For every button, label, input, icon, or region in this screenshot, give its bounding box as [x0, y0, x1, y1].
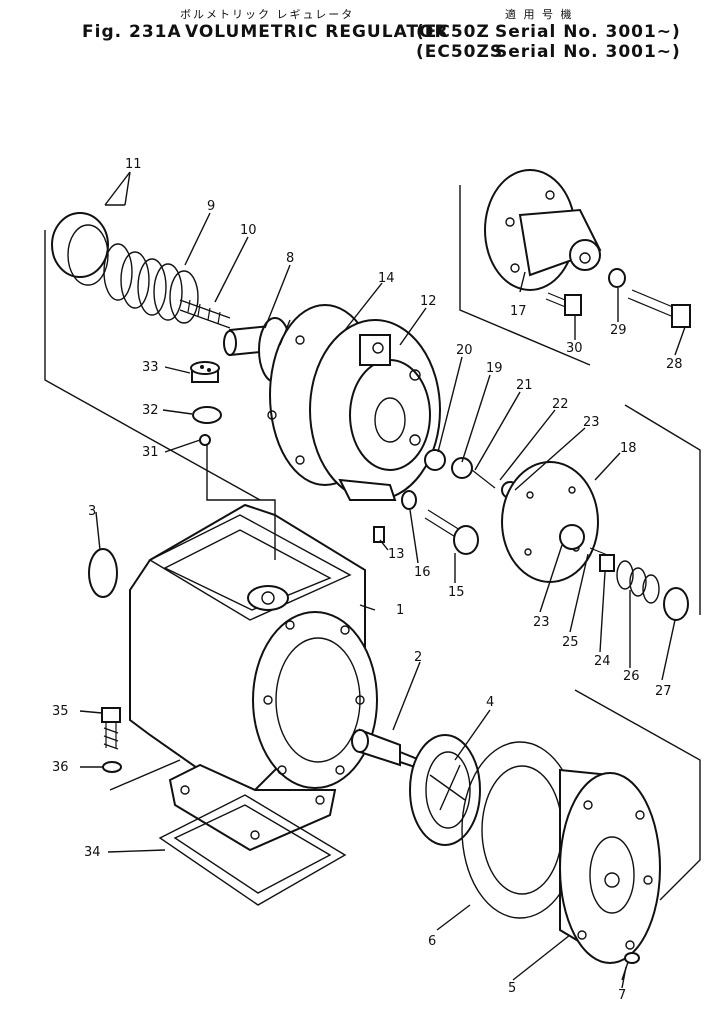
callout-27: 27 — [655, 684, 672, 699]
callout-7: 7 — [618, 988, 626, 1003]
callout-6: 6 — [428, 934, 436, 949]
callout-13: 13 — [388, 547, 405, 562]
long-bolt — [627, 289, 691, 328]
callout-4: 4 — [486, 695, 494, 710]
callout-17: 17 — [510, 304, 527, 319]
callout-11: 11 — [125, 157, 142, 172]
leader-lines — [79, 171, 686, 989]
callout-30: 30 — [566, 341, 583, 356]
callout-31: 31 — [142, 445, 159, 460]
hex-bolt — [101, 707, 121, 750]
callout-33: 33 — [142, 360, 159, 375]
callout-1: 1 — [396, 603, 404, 618]
model-ec50z: (EC50Z — [416, 22, 490, 42]
gasket-plate — [158, 794, 347, 906]
adjust-screw — [179, 299, 231, 329]
figure-title: VOLUMETRIC REGULATOR — [185, 22, 449, 42]
assembly-guide-lines — [44, 185, 701, 901]
actuator-body — [484, 169, 602, 291]
callout-8: 8 — [286, 251, 294, 266]
callout-28: 28 — [666, 357, 683, 372]
callout-25: 25 — [562, 635, 579, 650]
callout-19: 19 — [486, 361, 503, 376]
callout-34: 34 — [84, 845, 101, 860]
mounting-bolt — [424, 509, 479, 555]
callout-32: 32 — [142, 403, 159, 418]
callout-3: 3 — [88, 504, 96, 519]
callout-23-top: 23 — [583, 415, 600, 430]
callout-24: 24 — [594, 654, 611, 669]
callout-2: 2 — [414, 650, 422, 665]
steel-ball — [199, 434, 211, 446]
callout-23-bottom: 23 — [533, 615, 550, 630]
figure-number: Fig. 231A — [82, 22, 182, 42]
flange-gasket-inner — [481, 765, 563, 895]
coil-spring — [51, 212, 199, 324]
small-spring — [589, 547, 689, 621]
plate-cover — [501, 461, 599, 583]
callout-16: 16 — [414, 565, 431, 580]
plug-screw — [190, 361, 220, 383]
set-screw — [373, 526, 385, 543]
callout-20: 20 — [456, 343, 473, 358]
model-ec50zs: (EC50ZS — [416, 42, 504, 62]
piston-plate — [409, 734, 481, 846]
callout-12: 12 — [420, 294, 437, 309]
cover-plate — [88, 548, 118, 598]
valve-body — [309, 319, 441, 501]
callout-22: 22 — [552, 397, 569, 412]
title-japanese: ボルメトリック レギュレータ — [180, 8, 355, 21]
callout-14: 14 — [378, 271, 395, 286]
serial-ec50z: Serial No. 3001~) — [495, 22, 681, 42]
callout-9: 9 — [207, 199, 215, 214]
callout-36: 36 — [52, 760, 69, 775]
applicable-models-label: 適 用 号 機 — [505, 8, 574, 21]
callout-5: 5 — [508, 981, 516, 996]
callout-10: 10 — [240, 223, 257, 238]
serial-ec50zs: Serial No. 3001~) — [495, 42, 681, 62]
callout-21: 21 — [516, 378, 533, 393]
housing-body — [129, 503, 378, 852]
washer — [401, 490, 417, 510]
short-bolt — [545, 292, 582, 316]
callout-35: 35 — [52, 704, 69, 719]
callout-29: 29 — [610, 323, 627, 338]
hex-nut — [608, 268, 626, 288]
end-cover — [559, 768, 661, 964]
callout-26: 26 — [623, 669, 640, 684]
callout-15: 15 — [448, 585, 465, 600]
callout-labels: 11 9 10 8 14 12 20 19 21 22 23 18 17 29 … — [52, 157, 683, 1003]
callout-18: 18 — [620, 441, 637, 456]
lock-washer — [102, 761, 122, 773]
sealing-washer — [192, 406, 222, 424]
